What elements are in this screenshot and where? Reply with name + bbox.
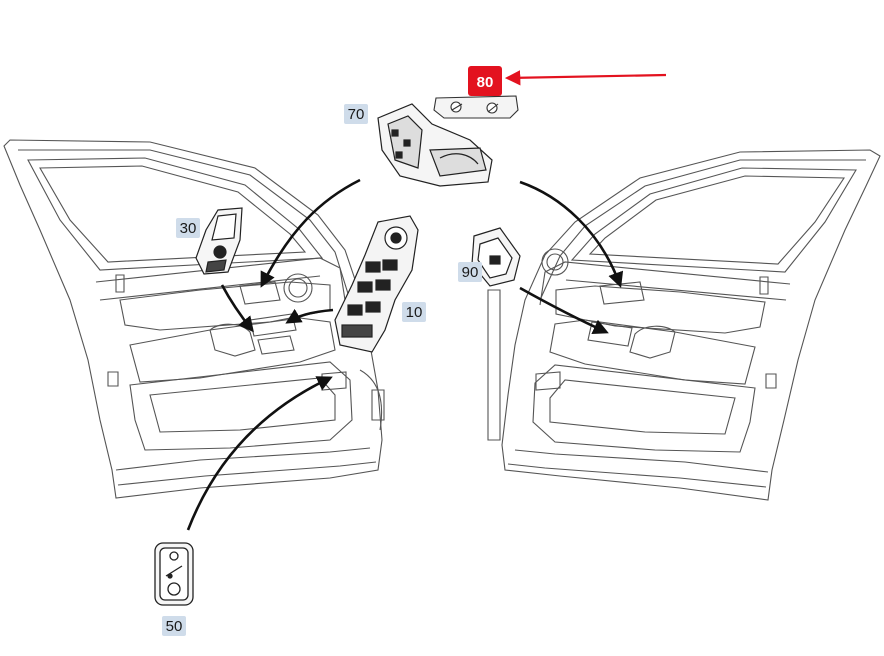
callout-80[interactable]: 80 xyxy=(468,66,502,96)
part-70-seat-adjust-switch xyxy=(377,103,493,187)
callout-90[interactable]: 90 xyxy=(458,262,482,282)
leader-arrows xyxy=(186,178,624,531)
arrow-30-to-door xyxy=(220,284,254,333)
right-door xyxy=(487,149,881,501)
arrow-50-to-door xyxy=(186,376,333,531)
callout-90-label: 90 xyxy=(462,264,479,281)
part-30-seat-memory-switch xyxy=(195,207,243,275)
part-10-window-switch-block xyxy=(334,215,419,353)
arrow-80-highlight xyxy=(504,70,667,86)
callout-10-label: 10 xyxy=(406,304,423,321)
part-50-switch xyxy=(154,542,194,606)
callouts: 10 30 50 70 80 90 xyxy=(162,66,502,636)
callout-50[interactable]: 50 xyxy=(162,616,186,636)
callout-30[interactable]: 30 xyxy=(176,218,200,238)
arrow-70-to-right-door xyxy=(519,180,624,288)
callout-70-label: 70 xyxy=(348,106,365,123)
part-90-switch xyxy=(471,227,521,287)
part-80-seat-switch xyxy=(433,95,519,119)
arrow-70-to-left-door xyxy=(260,178,361,288)
callout-70[interactable]: 70 xyxy=(344,104,368,124)
callout-10[interactable]: 10 xyxy=(402,302,426,322)
arrow-90-to-door xyxy=(519,286,609,334)
callout-80-label: 80 xyxy=(477,74,494,91)
callout-30-label: 30 xyxy=(180,220,197,237)
arrow-10-to-door xyxy=(285,308,334,324)
left-door xyxy=(3,139,385,499)
callout-50-label: 50 xyxy=(166,618,183,635)
